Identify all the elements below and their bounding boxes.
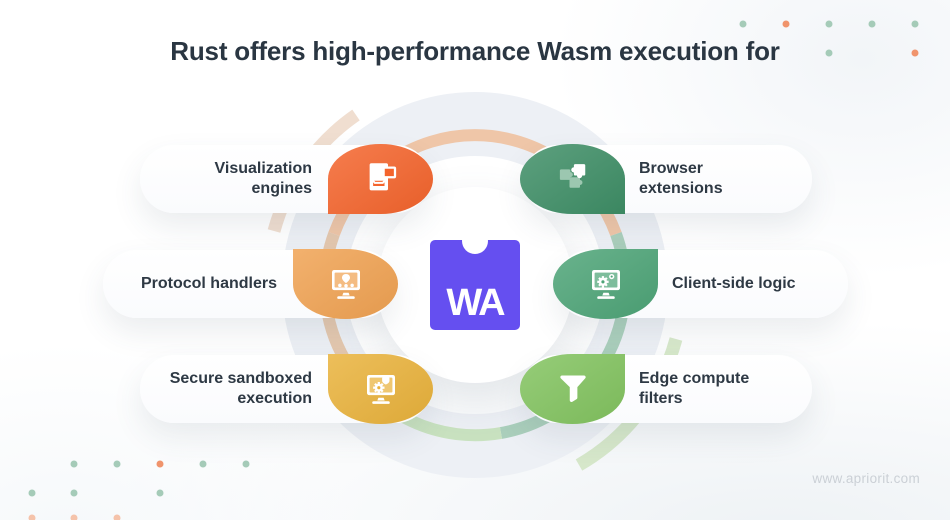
- monitor-gears-icon: [591, 270, 620, 299]
- wasm-logo-text: WA: [446, 282, 505, 324]
- website-url: www.apriorit.com: [812, 471, 920, 486]
- item-blob: [520, 354, 625, 424]
- item-blob: [293, 249, 398, 319]
- item-pill-secure-sandboxed-execution: Secure sandboxed execution: [140, 354, 433, 424]
- funnel-icon: [559, 375, 586, 403]
- item-blob: [328, 144, 433, 214]
- item-label: Protocol handlers: [140, 274, 277, 292]
- item-label: Visualization engines: [214, 159, 312, 197]
- item-pill-browser-extensions: Browser extensions: [520, 144, 812, 214]
- monitor-network-icon: [331, 270, 360, 299]
- wasm-logo: WA: [430, 228, 520, 330]
- monitor-shield-icon: [366, 375, 395, 404]
- item-pill-edge-compute-filters: Edge compute filters: [520, 354, 812, 424]
- report-layers-icon: [369, 163, 396, 191]
- item-blob: [553, 249, 658, 319]
- item-blob: [520, 144, 625, 214]
- page-title: Rust offers high-performance Wasm execut…: [170, 36, 780, 66]
- item-pill-protocol-handlers: Protocol handlers: [103, 249, 398, 319]
- wasm-logo-notch: [462, 228, 488, 254]
- puzzle-icon: [559, 164, 585, 188]
- item-pill-client-side-logic: Client-side logic: [553, 249, 848, 319]
- item-blob: [328, 354, 433, 424]
- item-pill-visualization-engines: Visualization engines: [140, 144, 433, 214]
